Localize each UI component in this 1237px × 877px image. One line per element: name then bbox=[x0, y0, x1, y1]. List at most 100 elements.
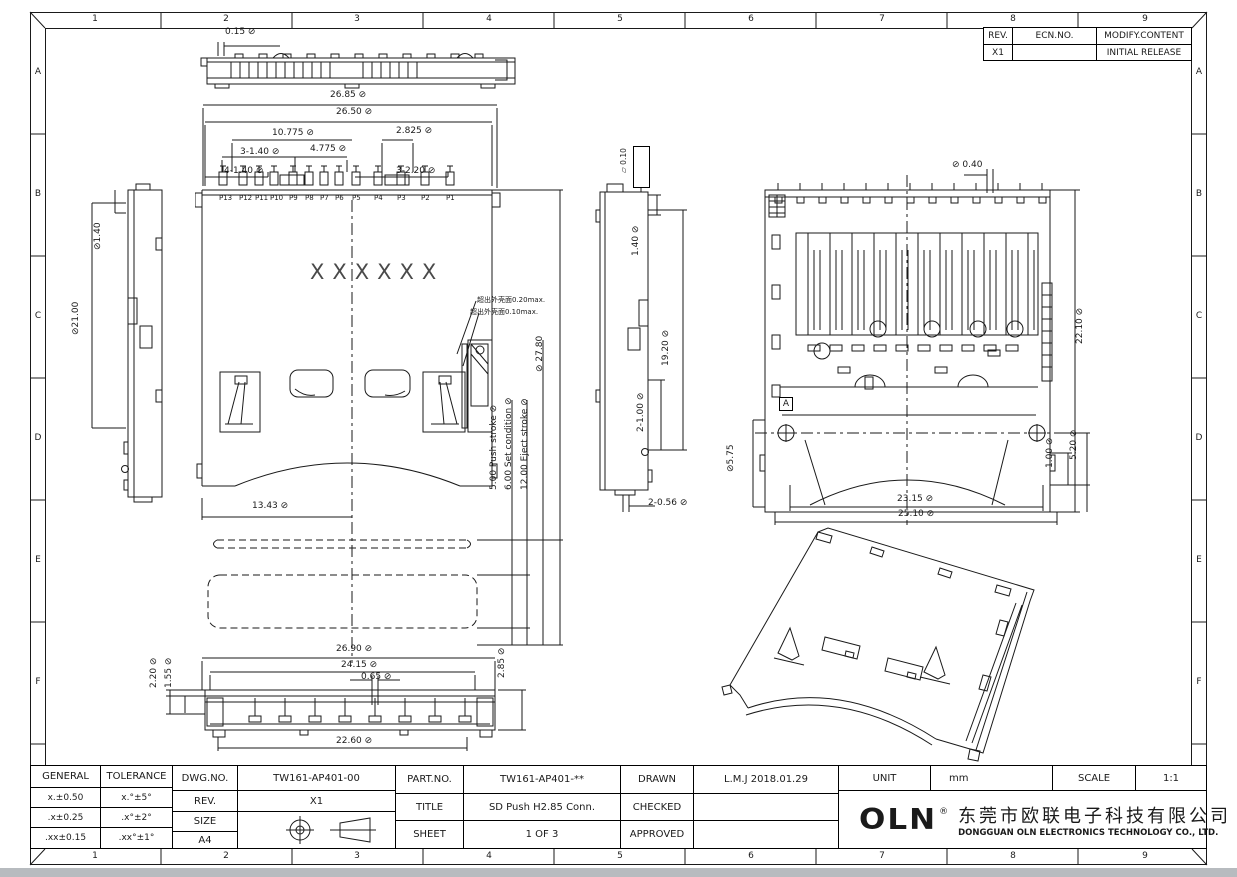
grid-col-label: 1 bbox=[92, 851, 98, 861]
front-view-drawing bbox=[195, 104, 563, 663]
front-note-010: 超出外壳面0.10max. bbox=[470, 308, 539, 316]
rev-table-header-rev: REV. bbox=[983, 27, 1013, 45]
left-dim-2100: ⊘21.00 bbox=[71, 301, 81, 335]
grid-col-label: 5 bbox=[617, 851, 623, 861]
tb-rev-label: REV. bbox=[172, 790, 238, 812]
pin-label-p3: P3 bbox=[397, 194, 406, 202]
tb-tol-ang-2: .x°±2° bbox=[100, 807, 173, 828]
rev-table-header-modify: MODIFY.CONTENT bbox=[1096, 27, 1192, 45]
datum-a-symbol: A bbox=[779, 397, 793, 411]
grid-col-label: 4 bbox=[486, 851, 492, 861]
grid-col-label: 9 bbox=[1142, 14, 1148, 24]
rear-dim-575: ⊘5.75 bbox=[726, 444, 736, 472]
tb-dwgno-label: DWG.NO. bbox=[172, 765, 238, 791]
tb-sheet-label: SHEET bbox=[395, 820, 464, 849]
tb-drawn-value: L.M.J 2018.01.29 bbox=[693, 765, 839, 794]
grid-row-label: B bbox=[34, 189, 42, 199]
bottom-dim-065: 0.65 ⊘ bbox=[361, 672, 392, 682]
grid-row-label: A bbox=[34, 67, 42, 77]
grid-row-label: C bbox=[34, 311, 42, 321]
tb-title-value: SD Push H2.85 Conn. bbox=[463, 793, 621, 821]
left-dim-140: ⊘1.40 bbox=[93, 222, 103, 250]
pin-label-p9: P9 bbox=[289, 194, 298, 202]
tb-projection-cell bbox=[237, 811, 396, 849]
tb-unit-label: UNIT bbox=[838, 765, 931, 791]
front-stroke-push: 5.00 Push stroke ⊘ bbox=[489, 404, 499, 490]
grid-col-label: 1 bbox=[92, 14, 98, 24]
mid-dim-140: 1.40 ⊘ bbox=[631, 225, 641, 256]
tb-scale-value: 1:1 bbox=[1135, 765, 1207, 791]
tb-scale-label: SCALE bbox=[1052, 765, 1136, 791]
bottom-dim-2690: 26.90 ⊘ bbox=[336, 644, 373, 654]
front-stroke-set: 6.00 Set condition ⊘ bbox=[504, 397, 514, 490]
grid-row-label: F bbox=[35, 677, 41, 687]
top-view-drawing bbox=[200, 42, 516, 89]
flatness-tolerance-frame: ▱ 0.10 bbox=[619, 146, 650, 188]
company-block: OLN ® 东莞市欧联电子科技有限公司 DONGGUAN OLN ELECTRO… bbox=[838, 790, 1228, 849]
top-dim-015: 0.15 ⊘ bbox=[225, 27, 256, 37]
front-dim-10775: 10.775 ⊘ bbox=[272, 128, 314, 138]
registered-mark-icon: ® bbox=[939, 806, 949, 817]
grid-col-label: 3 bbox=[354, 851, 360, 861]
third-angle-projection-icon bbox=[285, 816, 376, 844]
pin-label-p13: P13 bbox=[219, 194, 233, 202]
tb-tol-ang-3: .xx°±1° bbox=[100, 827, 173, 849]
grid-col-label: 3 bbox=[354, 14, 360, 24]
tb-tolerance-label: TOLERANCE bbox=[100, 765, 173, 788]
isometric-view-drawing bbox=[721, 527, 1035, 762]
pin-label-p12: P12 bbox=[239, 194, 253, 202]
rear-dim-520: 5.20 ⊘ bbox=[1069, 429, 1079, 460]
rear-dim-2210: 22.10 ⊘ bbox=[1075, 307, 1085, 344]
rev-table-ecn-value bbox=[1012, 44, 1097, 61]
part-marking: XXXXXX bbox=[310, 260, 445, 284]
grid-row-label: B bbox=[1195, 189, 1203, 199]
rev-table-rev-value: X1 bbox=[983, 44, 1013, 61]
datum-a-label: A bbox=[782, 399, 790, 409]
front-note-020: 超出外壳面0.20max. bbox=[477, 296, 546, 304]
bottom-dim-155: 1.55 ⊘ bbox=[164, 657, 174, 688]
tb-approved-label: APPROVED bbox=[620, 820, 694, 849]
tb-title-label: TITLE bbox=[395, 793, 464, 821]
rear-dim-2510: 25.10 ⊘ bbox=[898, 509, 935, 519]
front-dim-2825: 2.825 ⊘ bbox=[396, 126, 433, 136]
grid-col-label: 7 bbox=[879, 14, 885, 24]
bottom-dim-220: 2.20 ⊘ bbox=[149, 657, 159, 688]
tb-tol-lin-2: .x±0.25 bbox=[30, 807, 101, 828]
grid-row-label: F bbox=[1196, 677, 1202, 687]
rear-dim-2315: 23.15 ⊘ bbox=[897, 494, 934, 504]
grid-col-label: 8 bbox=[1010, 851, 1016, 861]
mid-dim-2-056: 2-0.56 ⊘ bbox=[648, 498, 688, 508]
grid-row-label: D bbox=[34, 433, 42, 443]
grid-col-label: 9 bbox=[1142, 851, 1148, 861]
tb-size-label: SIZE bbox=[172, 811, 238, 832]
front-dim-2650: 26.50 ⊘ bbox=[336, 107, 373, 117]
bottom-dim-285: 2.85 ⊘ bbox=[497, 647, 507, 678]
pin-label-p8: P8 bbox=[305, 194, 314, 202]
tb-drawn-label: DRAWN bbox=[620, 765, 694, 794]
tb-checked-label: CHECKED bbox=[620, 793, 694, 821]
tb-tol-ang-1: x.°±5° bbox=[100, 787, 173, 808]
front-dim-2780: ⊘ 27.80 bbox=[535, 335, 545, 372]
pin-label-p10: P10 bbox=[270, 194, 284, 202]
pin-label-p2: P2 bbox=[421, 194, 430, 202]
pin-label-p6: P6 bbox=[335, 194, 344, 202]
left-side-view-drawing bbox=[91, 183, 163, 503]
pin-label-p4: P4 bbox=[374, 194, 383, 202]
tb-size-value: A4 bbox=[172, 831, 238, 849]
grid-col-label: 6 bbox=[748, 14, 754, 24]
grid-row-label: D bbox=[1195, 433, 1203, 443]
bottom-view-drawing bbox=[166, 657, 526, 751]
pin-label-p7: P7 bbox=[320, 194, 329, 202]
rear-view-drawing bbox=[752, 169, 1090, 525]
tb-rev-value: X1 bbox=[237, 790, 396, 812]
tb-tol-lin-1: x.±0.50 bbox=[30, 787, 101, 808]
pin-label-p1: P1 bbox=[446, 194, 455, 202]
mid-dim-1920: 19.20 ⊘ bbox=[661, 329, 671, 366]
front-dim-1343: 13.43 ⊘ bbox=[252, 501, 289, 511]
tb-general-label: GENERAL bbox=[30, 765, 101, 788]
bottom-dim-2260: 22.60 ⊘ bbox=[336, 736, 373, 746]
flatness-value: 0.10 bbox=[619, 147, 629, 165]
front-dim-4-140: 4-1.40 ⊘ bbox=[224, 166, 264, 176]
rev-table-header-ecn: ECN.NO. bbox=[1012, 27, 1097, 45]
grid-row-label: A bbox=[1195, 67, 1203, 77]
